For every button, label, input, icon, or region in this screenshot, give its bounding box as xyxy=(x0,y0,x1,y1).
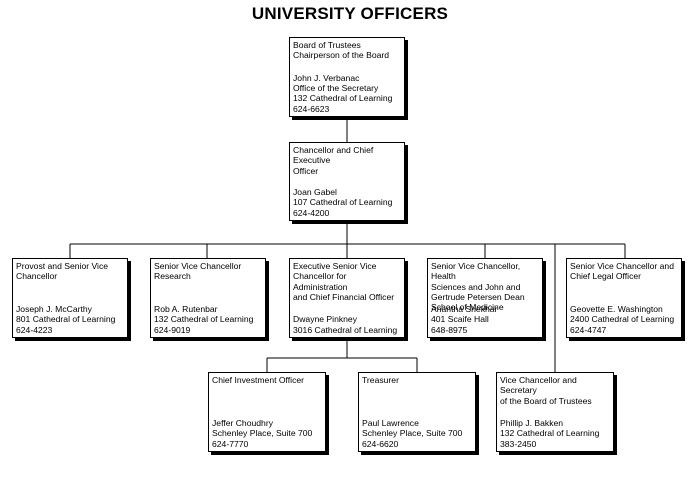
officer-address: 401 Scaife Hall xyxy=(431,314,489,325)
chart-title: UNIVERSITY OFFICERS xyxy=(251,4,449,23)
officer-address: 107 Cathedral of Learning xyxy=(293,197,393,208)
role-line: School of Medicine xyxy=(431,302,504,313)
officer-phone: 648-8975 xyxy=(431,324,468,335)
role-line: Senior Vice Chancellor xyxy=(154,261,242,271)
officer-phone: 624-7770 xyxy=(212,438,249,449)
officer-phone: 383-2450 xyxy=(500,438,537,449)
role-line: Treasurer xyxy=(362,375,399,385)
officer-name: Joseph J. McCarthy xyxy=(16,304,92,315)
role-line: Chief Investment Officer xyxy=(212,375,305,385)
officer-name: Dwayne Pinkney xyxy=(293,314,358,325)
officer-address: 132 Cathedral of Learning xyxy=(500,428,600,439)
officer-address: 132 Cathedral of Learning xyxy=(293,93,393,104)
role-line: Sciences and John and xyxy=(431,281,521,292)
officer-name: Paul Lawrence xyxy=(362,418,419,429)
officer-phone: 624-4747 xyxy=(570,324,607,335)
role-line: Vice Chancellor and Secretary xyxy=(500,375,577,396)
officer-name: Phillip J. Bakken xyxy=(500,418,564,429)
role-line: Chief Legal Officer xyxy=(570,271,642,282)
role-line: Chairperson of the Board xyxy=(293,50,390,61)
role-line: Gertrude Petersen Dean xyxy=(431,291,525,302)
officer-address: 3016 Cathedral of Learning xyxy=(293,324,398,335)
officer-name: Rob A. Rutenbar xyxy=(154,304,218,315)
officer-phone: 624-4223 xyxy=(16,324,53,335)
officer-phone: 624-6623 xyxy=(293,103,330,114)
role-line: Chancellor and Chief Executive xyxy=(293,145,374,166)
officer-phone: 624-9019 xyxy=(154,324,191,335)
role-line: Officer xyxy=(293,165,319,176)
role-line: Board of Trustees xyxy=(293,40,361,50)
officer-address: 801 Cathedral of Learning xyxy=(16,314,116,325)
role-title: Treasurer xyxy=(362,375,472,385)
role-line: Provost and Senior Vice xyxy=(16,261,109,271)
officer-phone: 624-6620 xyxy=(362,438,399,449)
officer-name: John J. Verbanac xyxy=(293,72,360,83)
role-line: Senior Vice Chancellor and xyxy=(570,261,674,271)
role-line: Chancellor xyxy=(16,271,58,282)
role-line: Senior Vice Chancellor, Health xyxy=(431,261,521,282)
role-line: Research xyxy=(154,271,191,282)
officer-name: Anantha Shekhar xyxy=(431,304,498,315)
officer-phone: 624-4200 xyxy=(293,207,330,218)
officer-address: Schenley Place, Suite 700 xyxy=(212,428,313,439)
officer-name: Joan Gabel xyxy=(293,187,337,198)
officer-name: Geovette E. Washington xyxy=(570,304,663,315)
officer-address: Office of the Secretary xyxy=(293,83,379,94)
officer-address: 2400 Cathedral of Learning xyxy=(570,314,675,325)
officer-address: Schenley Place, Suite 700 xyxy=(362,428,463,439)
role-line: and Chief Financial Officer xyxy=(293,291,395,302)
role-line: Executive Senior Vice xyxy=(293,261,377,271)
role-title: Chief Investment Officer xyxy=(212,375,322,385)
officer-address: 132 Cathedral of Learning xyxy=(154,314,254,325)
officer-name: Jeffer Choudhry xyxy=(212,418,273,429)
role-line: Chancellor for Administration xyxy=(293,271,348,292)
role-line: of the Board of Trustees xyxy=(500,395,592,406)
